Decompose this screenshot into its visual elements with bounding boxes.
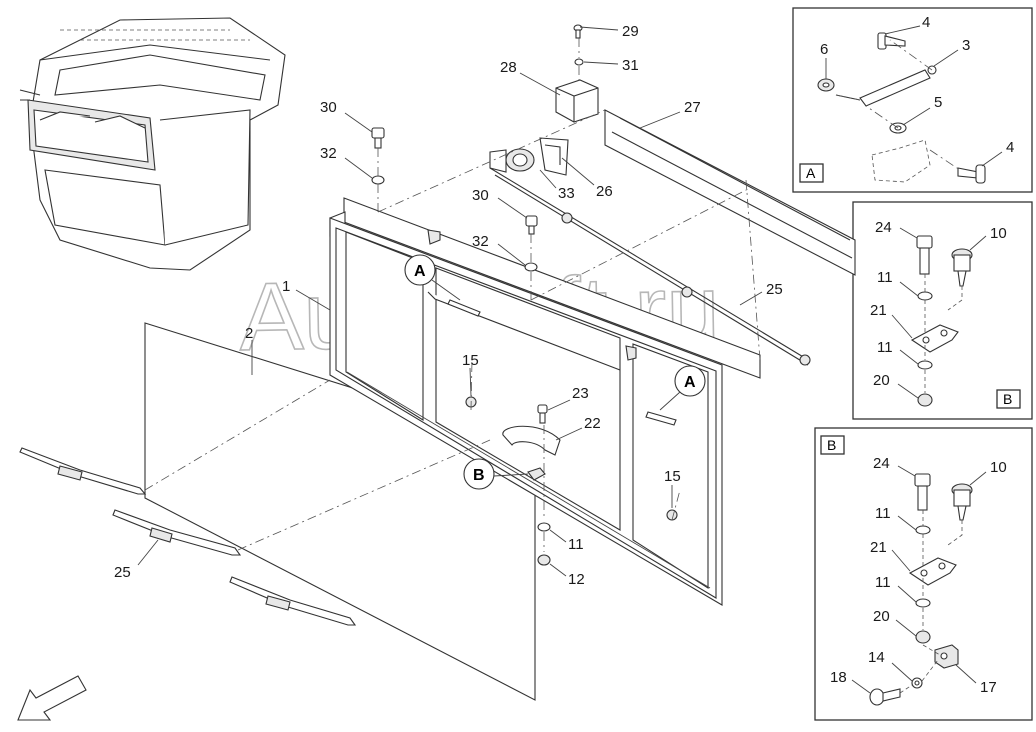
label-20-bottom: 20 [873,608,890,625]
direction-arrow-icon [17,675,87,721]
label-31: 31 [622,57,639,74]
label-22: 22 [584,415,601,432]
label-32-left: 32 [320,145,337,162]
label-5: 5 [934,94,942,111]
callout-b: B [463,458,529,490]
label-4-top: 4 [922,14,930,31]
label-11-bottom-a: 11 [875,505,891,522]
label-26: 26 [596,183,613,200]
label-17: 17 [980,679,997,696]
label-14: 14 [868,649,885,666]
handle-part-22 [502,425,561,456]
callout-a-left-letter: A [414,263,426,280]
main-part-labels: 29 31 28 27 30 32 30 32 33 26 25 1 2 15 … [114,23,783,588]
label-3: 3 [962,37,970,54]
bracket-part-17 [934,644,959,669]
nut-part-6 [817,78,835,92]
wiper-arm-upper [19,447,147,495]
label-27: 27 [684,99,701,116]
label-6: 6 [820,41,828,58]
label-2: 2 [245,325,253,342]
bracket-outline [871,139,931,183]
nut-part-20-top [917,393,933,407]
detail-box-b-top: B 24 10 11 21 11 20 [852,201,1033,420]
detail-box-b-top-letter: B [1003,391,1012,407]
detail-box-a: A 4 3 [792,7,1033,193]
nut-part-20-bottom [915,630,931,644]
label-25-right: 25 [766,281,783,298]
label-18: 18 [830,669,847,686]
label-10-top: 10 [990,225,1007,242]
pin-part-4-top [877,32,906,50]
pin-part-4-bottom [957,164,986,184]
wiper-arm-middle [112,509,242,556]
label-28: 28 [500,59,517,76]
label-21-bottom: 21 [870,539,887,556]
bolt-part-30-left [371,127,385,149]
callout-a-right: A [659,365,706,411]
label-21-top: 21 [870,302,887,319]
rail-part-27 [604,109,856,276]
washer-part-11-bottom-b [915,598,931,608]
gas-strut-a-left [447,299,481,317]
label-11-top-b: 11 [877,339,893,356]
label-12: 12 [568,571,585,588]
washer-part-14 [911,677,923,689]
detail-box-a-letter: A [806,165,816,181]
label-33: 33 [558,185,575,202]
plate-part-21-bottom [908,557,957,586]
label-30-middle: 30 [472,187,489,204]
label-11-bottom-b: 11 [875,574,891,591]
detail-box-b-bottom-letter: B [827,437,836,453]
label-23: 23 [572,385,589,402]
washer-part-32-middle [524,262,538,272]
nut-part-12 [537,554,551,566]
callout-b-letter: B [473,467,485,484]
washer-part-11-top-b [917,360,933,370]
label-11-main: 11 [568,536,584,553]
gas-strut-a-right [645,411,677,426]
plate-part-21-top [910,324,959,353]
pin-part-10-top [951,248,973,287]
wiper-motor-part-26 [489,137,569,176]
label-24-top: 24 [875,219,892,236]
label-25-left: 25 [114,564,131,581]
label-11-top-a: 11 [877,269,893,286]
label-20-top: 20 [873,372,890,389]
pin-part-10-bottom [951,483,973,521]
washer-part-32-left [371,175,385,185]
label-15-right: 15 [664,468,681,485]
label-29: 29 [622,23,639,40]
washer-part-11-main [537,522,551,532]
bolt-part-30-middle [525,215,538,235]
window-frame-part-1 [329,197,761,606]
wiper-arm-lower [229,576,357,626]
bolt-part-23 [537,404,548,424]
label-24-bottom: 24 [873,455,890,472]
label-10-bottom: 10 [990,459,1007,476]
bolt-part-18 [869,688,901,706]
cover-part-28 [555,24,599,123]
gas-strut-part-3 [835,65,937,107]
assembly-center-lines [144,38,761,552]
callout-a-left: A [404,254,461,301]
washer-part-11-top-a [917,291,933,301]
cab-overview-illustration [19,17,286,271]
label-1: 1 [282,278,290,295]
label-15-left: 15 [462,352,479,369]
washer-part-11-bottom-a [915,525,931,535]
label-4-bottom: 4 [1006,139,1014,156]
bolt-part-24-bottom [914,473,931,511]
callout-a-right-letter: A [684,374,696,391]
label-32-middle: 32 [472,233,489,250]
label-30-left: 30 [320,99,337,116]
detail-box-b-bottom: B 24 [814,427,1033,721]
wiper-linkage-part-25 [489,167,811,366]
hinge-plate-b [527,467,546,481]
bolt-part-24-top [916,235,933,275]
